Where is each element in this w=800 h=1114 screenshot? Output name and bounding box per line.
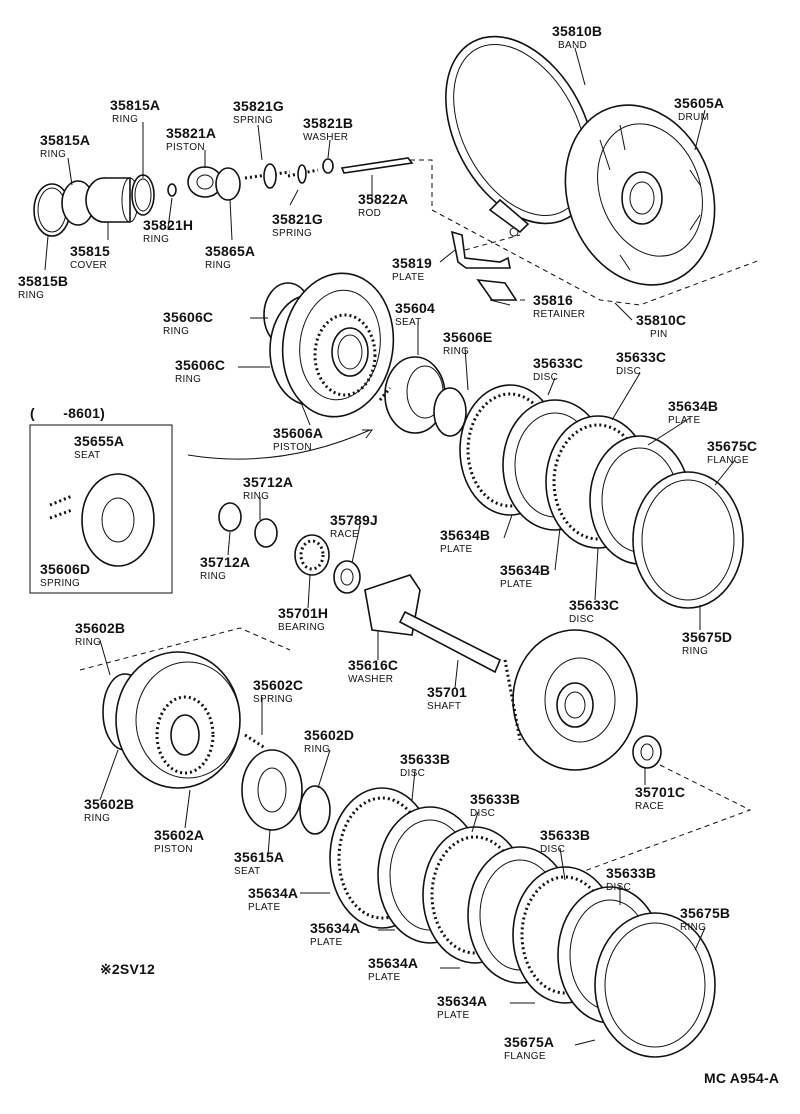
inset-range: ( -8601) (30, 405, 105, 421)
shaft-35701 (364, 574, 662, 771)
drum-35605a (564, 104, 716, 286)
spring-seat-35615a (241, 733, 331, 835)
clutch-stack-c (459, 384, 744, 609)
band-35810b (445, 35, 595, 237)
diagram-code: MC A954-A (704, 1070, 779, 1086)
inset-box (29, 424, 173, 594)
servo-rings-cover (33, 174, 155, 237)
small-rings-bearing (218, 502, 361, 594)
piston-35606a (263, 272, 395, 418)
servo-piston-spring (167, 157, 414, 201)
leader-lines (44, 47, 736, 1046)
band-parts-box-lines (410, 159, 761, 306)
shaft-box-lines (559, 764, 752, 881)
piston-35602a (102, 651, 241, 789)
seat-35604 (378, 356, 467, 437)
lower-box-lines (79, 627, 291, 671)
model-note: ※2SV12 (100, 961, 155, 977)
plate-retainer (450, 230, 518, 306)
assembly-arrow (187, 429, 373, 460)
clutch-stack-b (329, 787, 716, 1058)
